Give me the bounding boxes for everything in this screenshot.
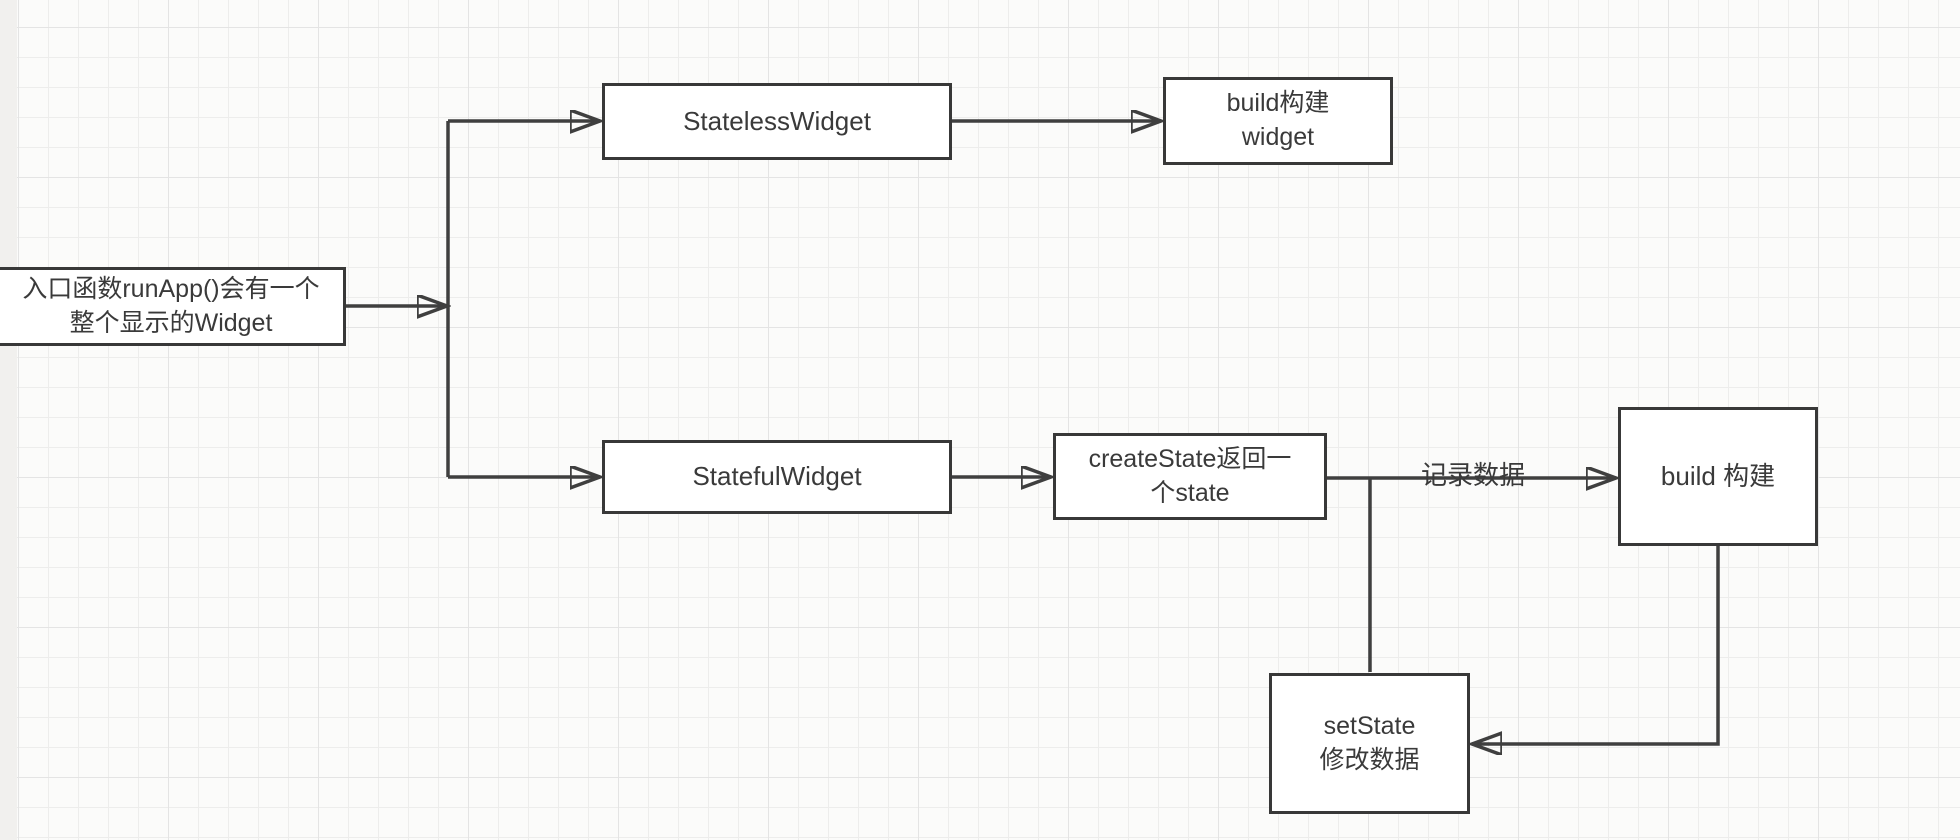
node-set-state[interactable]: setState 修改数据 bbox=[1269, 673, 1470, 814]
node-set-state-label-line2: 修改数据 bbox=[1319, 745, 1420, 774]
node-set-state-label-line1: setState bbox=[1323, 711, 1416, 740]
node-create-state-label-line2: 个state bbox=[1150, 478, 1230, 507]
node-build-construct[interactable]: build 构建 bbox=[1618, 407, 1818, 546]
node-runapp-label-line1: 入口函数runApp()会有一个 bbox=[22, 274, 320, 303]
edge-label-record-data[interactable]: 记录数据 bbox=[1420, 460, 1525, 490]
node-build-construct-label: build 构建 bbox=[1660, 460, 1776, 491]
node-build-widget[interactable]: build构建 widget bbox=[1163, 77, 1393, 165]
edge-build-construct-to-setstate[interactable] bbox=[1472, 546, 1720, 744]
node-create-state[interactable]: createState返回一 个state bbox=[1053, 433, 1327, 520]
node-stateless-widget[interactable]: StatelessWidget bbox=[602, 83, 952, 160]
node-runapp-label-line2: 整个显示的Widget bbox=[69, 308, 273, 337]
node-stateful-widget[interactable]: StatefulWidget bbox=[602, 440, 952, 514]
node-runapp-entry[interactable]: 入口函数runApp()会有一个 整个显示的Widget bbox=[0, 267, 346, 346]
node-create-state-label-line1: createState返回一 bbox=[1088, 444, 1292, 473]
node-stateless-label: StatelessWidget bbox=[683, 105, 871, 136]
node-stateful-label: StatefulWidget bbox=[692, 461, 862, 492]
canvas-left-edge-strip bbox=[0, 0, 17, 840]
node-build-widget-label-line2: widget bbox=[1241, 123, 1315, 151]
node-build-widget-label-line1: build构建 bbox=[1226, 89, 1330, 118]
